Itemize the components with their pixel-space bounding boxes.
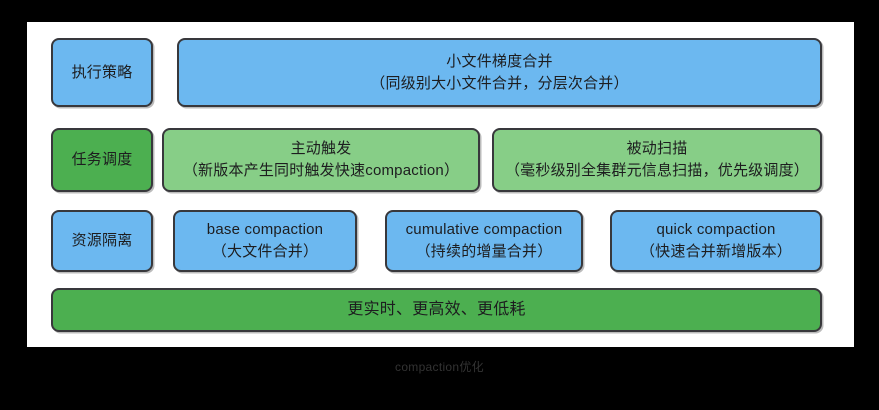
node-passive-scan: 被动扫描 （毫秒级别全集群元信息扫描，优先级调度） (492, 128, 822, 192)
node-subtitle: （毫秒级别全集群元信息扫描，优先级调度） (504, 162, 809, 179)
figure-caption-text: compaction优化 (395, 360, 484, 374)
node-subtitle: （新版本产生同时触发快速compaction） (182, 162, 460, 179)
node-title: 小文件梯度合并 (446, 52, 553, 70)
node-subtitle: （持续的增量合并） (415, 243, 553, 260)
figure-caption: compaction优化 (0, 358, 879, 375)
node-subtitle: （大文件合并） (211, 243, 319, 260)
node-title: cumulative compaction (405, 221, 563, 239)
node-title: 被动扫描 (626, 140, 688, 158)
row-label-text: 执行策略 (71, 63, 133, 81)
summary-text: 更实时、更高效、更低耗 (347, 301, 526, 319)
node-title: 主动触发 (290, 140, 352, 158)
node-subtitle: （同级别大小文件合并，分层次合并） (370, 74, 629, 92)
node-subtitle: （快速合并新增版本） (639, 243, 792, 260)
row-label-execution-strategy: 执行策略 (51, 38, 153, 107)
node-active-trigger: 主动触发 （新版本产生同时触发快速compaction） (162, 128, 480, 192)
row-label-task-scheduling: 任务调度 (51, 128, 153, 192)
node-title: quick compaction (656, 221, 776, 239)
diagram-panel: 执行策略 小文件梯度合并 （同级别大小文件合并，分层次合并） 任务调度 主动触发… (27, 22, 854, 347)
node-quick-compaction: quick compaction （快速合并新增版本） (610, 210, 822, 272)
node-small-file-gradient-merge: 小文件梯度合并 （同级别大小文件合并，分层次合并） (177, 38, 822, 107)
row-label-text: 资源隔离 (71, 232, 133, 250)
node-base-compaction: base compaction （大文件合并） (173, 210, 357, 272)
row-label-text: 任务调度 (71, 151, 133, 169)
summary-banner: 更实时、更高效、更低耗 (51, 288, 822, 332)
node-cumulative-compaction: cumulative compaction （持续的增量合并） (385, 210, 583, 272)
node-title: base compaction (206, 221, 324, 239)
row-label-resource-isolation: 资源隔离 (51, 210, 153, 272)
